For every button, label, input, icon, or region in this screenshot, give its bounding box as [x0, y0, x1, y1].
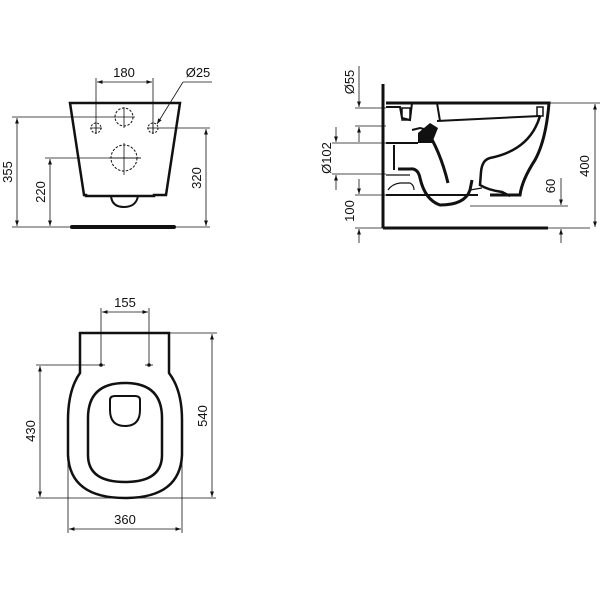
top-view [36, 308, 217, 533]
dim-100: 100 [342, 200, 357, 222]
dim-540: 540 [195, 405, 210, 427]
bowl-water [109, 395, 141, 428]
dim-diameter-55: Ø55 [342, 70, 357, 95]
trap-outer [398, 167, 474, 207]
rear-drain-hump [110, 195, 139, 209]
dim-diameter-102: Ø102 [319, 142, 334, 174]
top-view-labels: 155 430 540 360 [23, 295, 210, 527]
rear-view [12, 78, 212, 229]
dim-400: 400 [577, 155, 592, 177]
dim-360: 360 [114, 512, 136, 527]
rim-inner [436, 115, 541, 122]
rear-body-outline [68, 101, 182, 198]
dim-60: 60 [543, 179, 558, 193]
dim-diameter-25: Ø25 [186, 65, 211, 80]
bowl-front [478, 115, 542, 198]
rear-view-labels: 180 Ø25 355 220 320 [0, 65, 210, 203]
seal-fill [418, 123, 438, 143]
inlet-port [386, 102, 413, 122]
dim-155: 155 [114, 295, 136, 310]
seat-opening [86, 381, 164, 484]
pan-outer-contour [386, 101, 551, 197]
dim-430: 430 [23, 420, 38, 442]
top-outer-outline [66, 331, 184, 500]
side-view-labels: Ø55 Ø102 100 60 400 [319, 70, 592, 222]
dim-180: 180 [113, 65, 135, 80]
dim-320: 320 [189, 167, 204, 189]
dim-355: 355 [0, 161, 15, 183]
side-view [332, 66, 600, 243]
dim-220: 220 [33, 181, 48, 203]
